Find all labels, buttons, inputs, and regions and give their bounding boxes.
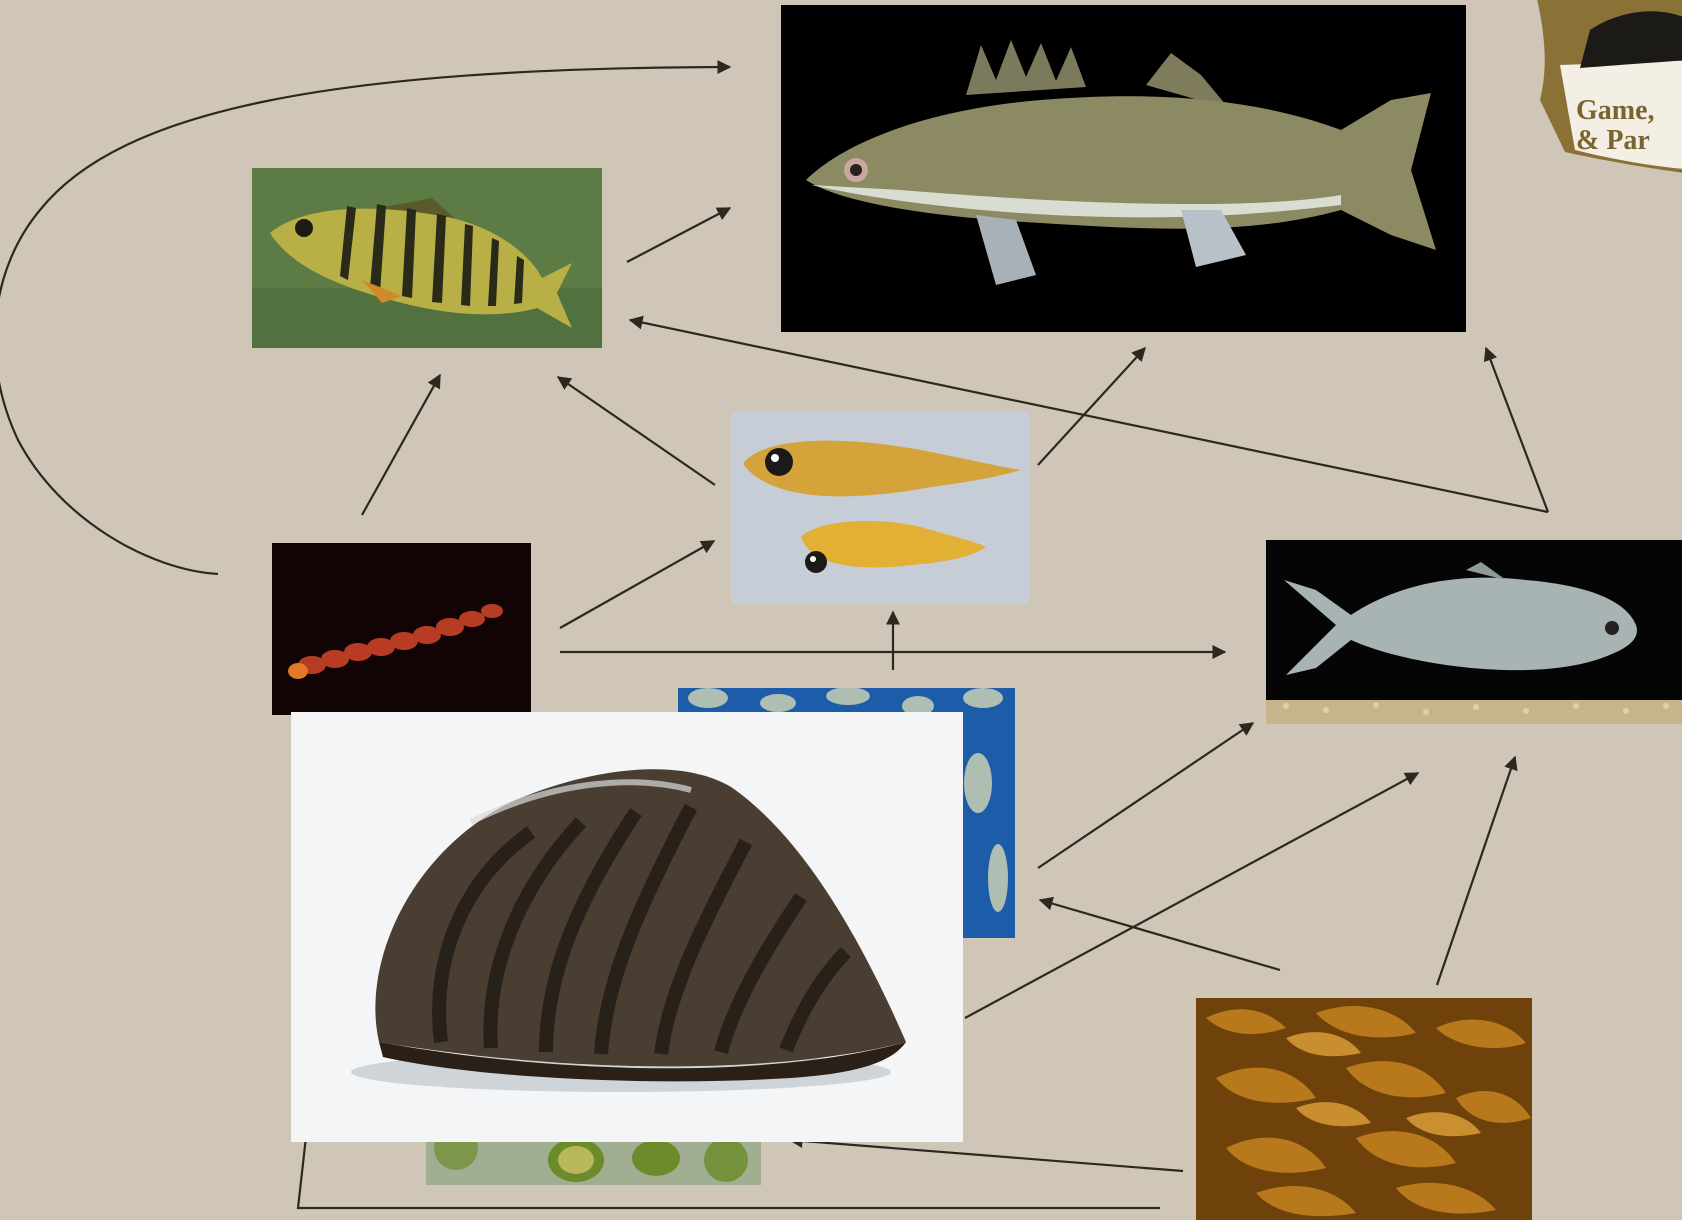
midge-larva-icon xyxy=(272,543,531,715)
detritus-image xyxy=(1196,998,1532,1220)
arrow-detritus-to-zooplankton xyxy=(1040,900,1280,970)
leaf-detritus-icon xyxy=(1196,998,1532,1220)
alewife-image xyxy=(1266,540,1682,724)
arrow-larval-to-perch xyxy=(558,377,715,485)
arrow-midge-to-larval xyxy=(560,541,714,628)
arrow-zooplankton-to-alewife xyxy=(1038,723,1253,868)
arrow-alewife-to-walleye xyxy=(1486,348,1548,512)
larval-fish-image xyxy=(731,412,1029,604)
walleye-fish-icon xyxy=(781,5,1466,332)
yellow-perch-fish-icon xyxy=(252,168,602,348)
yellow-perch-image xyxy=(252,168,602,348)
arrow-larval-to-walleye xyxy=(1038,348,1145,465)
larval-fish-icon xyxy=(731,412,1029,604)
zebra-mussel-image xyxy=(291,712,963,1142)
midge-larva-image xyxy=(272,543,531,715)
zebra-mussel-icon xyxy=(291,712,963,1142)
logo-text: Game, & Par xyxy=(1576,96,1682,156)
arrow-perch-to-walleye xyxy=(627,208,730,262)
alewife-fish-icon xyxy=(1266,540,1682,724)
arrow-detritus-to-algae xyxy=(790,1140,1183,1171)
arrow-mussel-to-alewife xyxy=(965,773,1418,1018)
walleye-image xyxy=(781,5,1466,332)
arrow-detritus-to-alewife xyxy=(1437,757,1515,985)
arrow-midge-to-perch xyxy=(362,375,440,515)
